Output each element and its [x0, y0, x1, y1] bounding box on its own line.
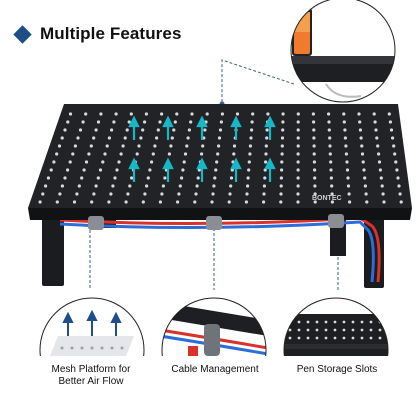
mesh-platform-icon: [39, 297, 145, 356]
caption-pen-storage: Pen Storage Slots: [296, 364, 378, 375]
caption-mesh-platform: Mesh Platform for Better Air Flow: [51, 364, 131, 387]
section-header: Multiple Features: [13, 24, 182, 44]
caption-cable-management: Cable Management: [171, 364, 259, 375]
phone-holder-inset: [290, 0, 396, 103]
brand-mark: BONTEC: [312, 195, 342, 202]
cable-clip-icon: [161, 297, 267, 356]
pen-slots-icon: [283, 297, 389, 356]
section-title: Multiple Features: [40, 24, 182, 43]
monitor-stand-image: BONTEC: [28, 104, 412, 288]
